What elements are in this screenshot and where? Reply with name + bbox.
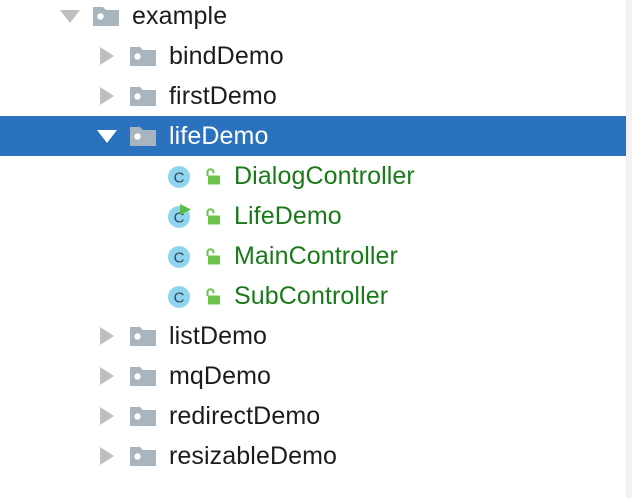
svg-text:C: C	[174, 250, 185, 267]
chevron-right-icon[interactable]	[92, 316, 128, 356]
tree-arrow-placeholder	[129, 156, 165, 196]
vertical-scrollbar[interactable]	[626, 0, 632, 498]
tree-node-icon	[128, 356, 164, 396]
folder-icon	[130, 367, 156, 386]
tree-node-icon	[128, 316, 164, 356]
tree-arrow-glyph	[100, 367, 114, 385]
tree-row[interactable]: firstDemo	[0, 76, 632, 116]
tree-arrow-glyph	[100, 47, 114, 65]
svg-text:C: C	[174, 290, 185, 307]
tree-row[interactable]: lifeDemo	[0, 116, 626, 156]
tree-node-label: example	[132, 2, 228, 30]
tree-node-label: resizableDemo	[169, 442, 338, 470]
chevron-down-icon[interactable]	[92, 116, 128, 156]
tree-node-label: SubController	[234, 282, 389, 310]
svg-text:C: C	[174, 210, 185, 227]
tree-arrow-glyph	[100, 327, 114, 345]
folder-icon	[93, 7, 119, 26]
tree-arrow-placeholder	[129, 196, 165, 236]
class-icon: C	[168, 246, 190, 268]
tree-node-icon	[128, 116, 164, 156]
visibility-lock-slot	[201, 236, 229, 276]
unlocked-padlock-icon	[206, 208, 220, 225]
tree-node-label: DialogController	[234, 162, 415, 190]
tree-arrow-glyph	[97, 130, 117, 143]
chevron-right-icon[interactable]	[92, 396, 128, 436]
tree-node-label: firstDemo	[169, 82, 277, 110]
tree-row-list: CFxRedirectParamexamplebindDemofirstDemo…	[0, 0, 632, 476]
tree-arrow-glyph	[60, 10, 80, 23]
tree-node-icon	[91, 0, 127, 36]
tree-arrow-placeholder	[129, 236, 165, 276]
tree-node-icon	[128, 76, 164, 116]
tree-node-icon	[128, 36, 164, 76]
chevron-right-icon[interactable]	[92, 436, 128, 476]
chevron-right-icon[interactable]	[92, 36, 128, 76]
class-icon: C	[168, 286, 190, 308]
unlocked-padlock-icon	[206, 288, 220, 305]
class-runnable-icon: C	[168, 204, 191, 228]
tree-node-label: lifeDemo	[169, 122, 269, 150]
tree-node-icon: C	[165, 196, 201, 236]
chevron-right-icon[interactable]	[92, 76, 128, 116]
tree-node-icon: C	[165, 156, 201, 196]
chevron-right-icon[interactable]	[92, 356, 128, 396]
folder-icon	[130, 447, 156, 466]
tree-row[interactable]: listDemo	[0, 316, 632, 356]
tree-node-label: LifeDemo	[234, 202, 342, 230]
chevron-down-icon[interactable]	[55, 0, 91, 36]
folder-icon	[130, 327, 156, 346]
tree-node-icon	[128, 396, 164, 436]
visibility-lock-slot	[201, 156, 229, 196]
unlocked-padlock-icon	[206, 248, 220, 265]
tree-node-label: listDemo	[169, 322, 268, 350]
visibility-lock-slot	[201, 276, 229, 316]
tree-row[interactable]: bindDemo	[0, 36, 632, 76]
tree-arrow-glyph	[100, 407, 114, 425]
tree-row[interactable]: C LifeDemo	[0, 196, 632, 236]
tree-row[interactable]: resizableDemo	[0, 436, 632, 476]
tree-node-label: redirectDemo	[169, 402, 321, 430]
visibility-lock-slot	[201, 196, 229, 236]
folder-icon	[130, 87, 156, 106]
tree-node-icon: C	[165, 276, 201, 316]
tree-row[interactable]: C MainController	[0, 236, 632, 276]
tree-row[interactable]: mqDemo	[0, 356, 632, 396]
svg-text:C: C	[174, 170, 185, 187]
class-icon: C	[168, 166, 190, 188]
tree-arrow-glyph	[100, 447, 114, 465]
folder-icon	[130, 47, 156, 66]
tree-node-icon	[128, 436, 164, 476]
tree-node-label: MainController	[234, 242, 398, 270]
tree-node-icon: C	[165, 236, 201, 276]
unlocked-padlock-icon	[206, 168, 220, 185]
tree-row[interactable]: example	[0, 0, 632, 36]
tree-node-label: mqDemo	[169, 362, 272, 390]
tree-node-label: bindDemo	[169, 42, 284, 70]
tree-row[interactable]: C DialogController	[0, 156, 632, 196]
folder-icon	[130, 127, 156, 146]
tree-arrow-glyph	[100, 87, 114, 105]
tree-row[interactable]: redirectDemo	[0, 396, 632, 436]
tree-row[interactable]: C SubController	[0, 276, 632, 316]
tree-arrow-placeholder	[129, 276, 165, 316]
folder-icon	[130, 407, 156, 426]
